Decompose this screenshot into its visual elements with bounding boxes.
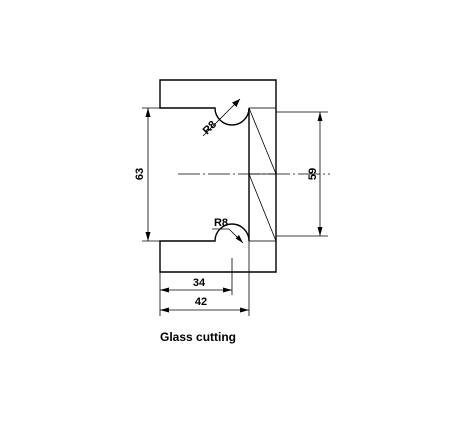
dim-59-label: 59 bbox=[307, 168, 319, 180]
radius-top-label: R8 bbox=[201, 119, 219, 137]
radius-top-arrow bbox=[232, 99, 240, 107]
dim-42-arrow-left bbox=[160, 307, 169, 313]
dim-63-arrow-bottom bbox=[145, 232, 151, 241]
dim-34-arrow-right bbox=[223, 287, 232, 293]
radius-top-leader bbox=[202, 98, 241, 137]
fitting-diagonal-top bbox=[248, 107, 277, 175]
radius-bottom-label: R8 bbox=[214, 217, 228, 229]
dim-59-arrow-bottom bbox=[317, 227, 323, 236]
fitting-rect bbox=[248, 107, 277, 242]
dim-34-arrow-left bbox=[160, 287, 169, 293]
dim-42-label: 42 bbox=[195, 296, 207, 308]
diagram-caption: Glass cutting bbox=[160, 330, 237, 344]
radius-bottom-arrow bbox=[235, 235, 243, 243]
dim-63-label: 63 bbox=[134, 168, 146, 180]
glass-outline bbox=[159, 79, 277, 273]
dim-63-arrow-top bbox=[145, 108, 151, 117]
fitting-diagonal-bottom bbox=[248, 173, 277, 242]
dim-34-label: 34 bbox=[193, 277, 206, 289]
dim-42-arrow-right bbox=[240, 307, 249, 313]
dim-59-arrow-top bbox=[317, 112, 323, 121]
